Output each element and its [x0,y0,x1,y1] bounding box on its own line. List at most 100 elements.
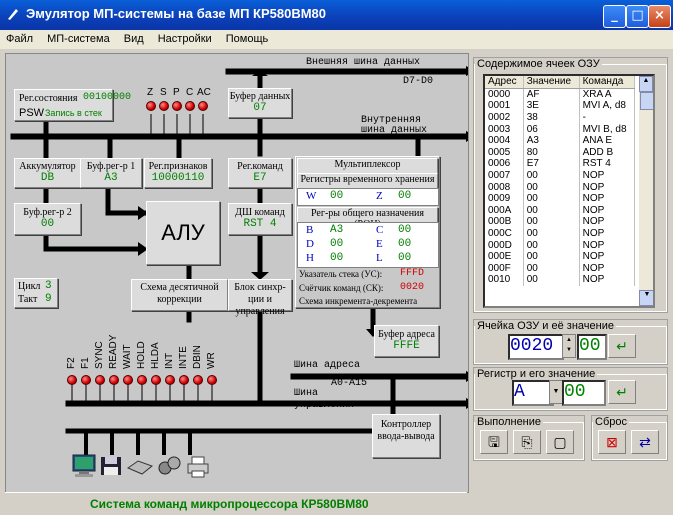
memory-address-cell[interactable]: 0009 [485,192,524,205]
memory-command-cell[interactable]: NOP [579,169,636,182]
memory-address-cell[interactable]: 000F [485,262,524,275]
memory-value-cell[interactable]: 00 [523,262,580,275]
memory-scrollbar[interactable]: ▲ ▼ [639,76,653,306]
cpu-icon[interactable] [71,454,97,478]
reset-all-button[interactable]: ⇄ [631,430,659,454]
memory-address-cell[interactable]: 0010 [485,274,524,286]
memory-command-cell[interactable]: NOP [579,262,636,275]
memory-address-cell[interactable]: 0002 [485,111,524,124]
memory-command-cell[interactable]: NOP [579,204,636,217]
close-button[interactable]: × [648,5,671,28]
minimize-button[interactable]: _ [603,5,626,28]
tape-icon[interactable] [156,454,182,478]
memory-address-cell[interactable]: 0001 [485,100,524,112]
menu-help[interactable]: Помощь [225,33,269,45]
memory-command-cell[interactable]: NOP [579,250,636,263]
menu-file[interactable]: Файл [6,33,34,45]
cell-address-spinner[interactable]: ▲▼ [562,334,576,358]
page-button[interactable]: ▢ [546,430,574,454]
memory-command-cell[interactable]: - [579,111,636,124]
memory-value-cell[interactable]: 00 [523,192,580,205]
menu-settings[interactable]: Настройки [157,33,212,45]
memory-value-cell[interactable]: 3E [523,100,580,112]
memory-address-cell[interactable]: 0006 [485,158,524,170]
memory-value-cell[interactable]: 00 [523,204,580,217]
memory-col-command[interactable]: Команда [579,76,636,89]
memory-address-cell[interactable]: 0007 [485,169,524,182]
memory-address-cell[interactable]: 000A [485,204,524,217]
memory-value-cell[interactable]: 00 [523,274,580,286]
memory-command-cell[interactable]: NOP [579,181,636,193]
memory-command-cell[interactable]: XRA A [579,88,636,101]
memory-value-cell[interactable]: 00 [523,216,580,228]
memory-command-cell[interactable]: RST 4 [579,158,636,170]
memory-address-cell[interactable]: 000E [485,250,524,263]
register-dropdown-icon[interactable]: ▼ [549,380,563,404]
register-apply-button[interactable]: ↵ [608,380,636,404]
memory-command-cell[interactable]: NOP [579,227,636,240]
keyboard-icon[interactable] [126,458,154,476]
cell-address-field[interactable]: 0020 [508,334,564,360]
memory-address-cell[interactable]: 0008 [485,181,524,193]
register-value-field[interactable]: 00 [562,380,606,406]
run-button[interactable]: 🖫 [480,430,508,454]
memory-value-cell[interactable]: 00 [523,227,580,240]
printer-icon[interactable] [186,456,210,478]
memory-address-cell[interactable]: 000D [485,239,524,251]
memory-command-cell[interactable]: ADD B [579,146,636,159]
register-select[interactable]: A [512,380,554,406]
memory-command-cell[interactable]: NOP [579,239,636,251]
memory-command-cell[interactable]: NOP [579,192,636,205]
menu-view[interactable]: Вид [123,33,144,45]
memory-value-cell[interactable]: 00 [523,181,580,193]
cell-value-field[interactable]: 00 [577,334,607,360]
memory-col-value[interactable]: Значение [523,76,580,89]
memory-command-cell[interactable]: MVI B, d8 [579,123,636,135]
memory-value-cell[interactable]: AF [523,88,580,101]
reset-cpu-button[interactable]: ⊠ [598,430,626,454]
cell-apply-button[interactable]: ↵ [608,334,636,358]
memory-address-cell[interactable]: 0004 [485,134,524,147]
memory-command-cell[interactable]: NOP [579,216,636,228]
memory-col-address[interactable]: Адрес [485,76,524,89]
memory-address-cell[interactable]: 0005 [485,146,524,159]
memory-value-cell[interactable]: 38 [523,111,580,124]
memory-address-cell[interactable]: 000B [485,216,524,228]
memory-value-cell[interactable]: 00 [523,250,580,263]
memory-command-cell[interactable]: MVI A, d8 [579,100,636,112]
memory-address-cell[interactable]: 0003 [485,123,524,135]
memory-value-cell[interactable]: 00 [523,239,580,251]
step-button[interactable]: ⎘ [513,430,541,454]
memory-value-cell[interactable]: 06 [523,123,580,135]
memory-address-cell[interactable]: 0000 [485,88,524,101]
maximize-button[interactable]: □ [626,5,649,28]
save-icon[interactable] [99,455,123,477]
memory-value-cell[interactable]: 00 [523,169,580,182]
memory-value-cell[interactable]: E7 [523,158,580,170]
memory-command-cell[interactable]: NOP [579,274,636,286]
memory-value-cell[interactable]: A3 [523,134,580,147]
menu-mp-system[interactable]: МП-система [47,33,110,45]
memory-command-cell[interactable]: ANA E [579,134,636,147]
memory-value-cell[interactable]: 80 [523,146,580,159]
memory-address-cell[interactable]: 000C [485,227,524,240]
